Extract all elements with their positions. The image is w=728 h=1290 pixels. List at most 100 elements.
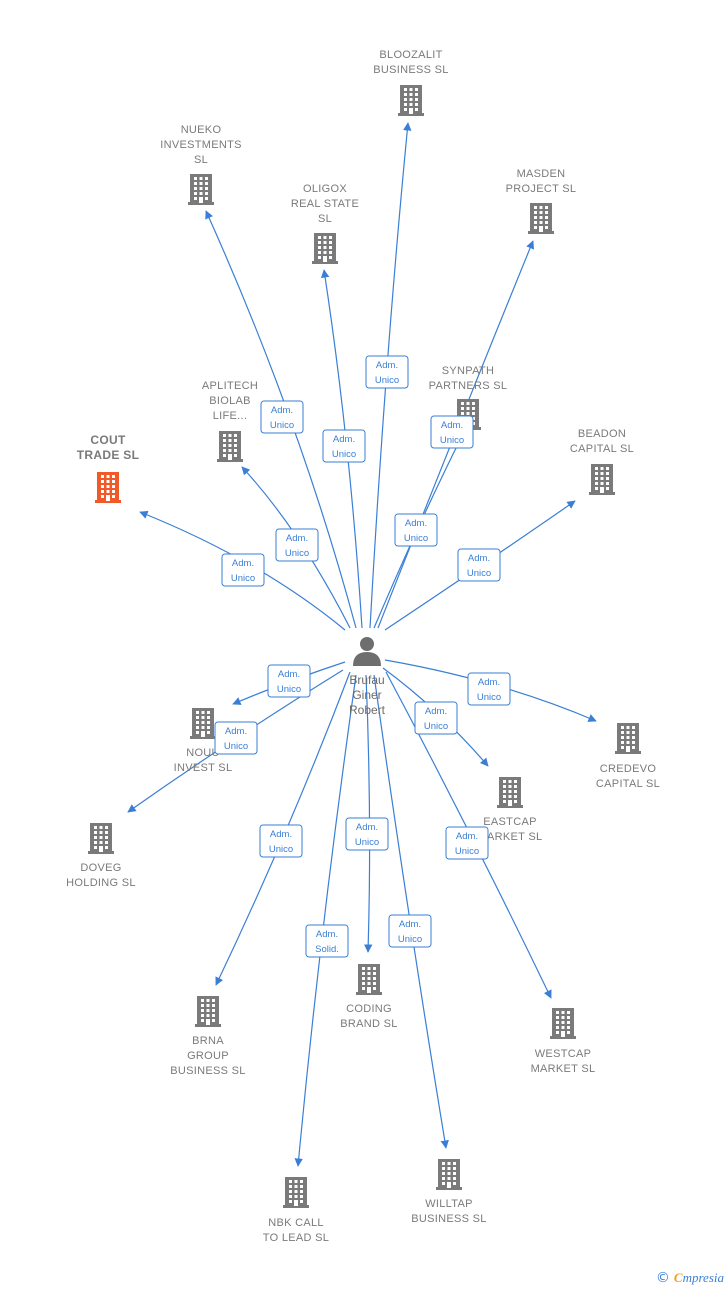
footer-brand: © Cmpresia [656, 1270, 724, 1286]
relation-label-westcap[interactable]: Adm.Unico [445, 826, 489, 860]
person-name: Giner [352, 688, 381, 702]
relation-text: Unico [277, 684, 301, 695]
company-name: PARTNERS SL [429, 380, 508, 392]
relation-text: Unico [467, 568, 491, 579]
building-icon[interactable] [615, 723, 641, 754]
relation-label-masden[interactable]: Adm.Unico [394, 513, 438, 547]
company-name: BUSINESS SL [373, 64, 448, 76]
company-name: CAPITAL SL [570, 443, 634, 455]
relation-label-eastcap[interactable]: Adm. Unico [414, 701, 458, 735]
person-icon [353, 637, 381, 666]
relation-text: Unico [404, 533, 428, 544]
company-name: MARKET SL [478, 831, 543, 843]
company-name: WILLTAP [425, 1198, 473, 1210]
company-name: INVESTMENTS [160, 139, 242, 151]
relation-text: Adm. [478, 677, 500, 688]
relation-label-willtap[interactable]: Adm. Unico [388, 914, 432, 948]
company-node-bloozalit[interactable]: BLOOZALIT BUSINESS SL [373, 49, 448, 116]
relation-text: Unico [269, 844, 293, 855]
building-icon[interactable] [283, 1177, 309, 1208]
relation-label-cout[interactable]: Adm.Unico [221, 553, 265, 587]
company-name: BLOOZALIT [379, 49, 442, 61]
relation-label-doveg[interactable]: Adm.Unico [214, 721, 258, 755]
building-icon[interactable] [195, 996, 221, 1027]
relation-text: Adm. [270, 829, 292, 840]
relation-text: Adm. [286, 533, 308, 544]
relation-text: Unico [355, 837, 379, 848]
building-icon[interactable] [356, 964, 382, 995]
relation-text: Unico [224, 741, 248, 752]
relation-text: Unico [270, 420, 294, 431]
relation-label-beadon[interactable]: Adm.Unico [457, 548, 501, 582]
relation-label-oligox[interactable]: Adm.Unico [322, 429, 366, 463]
copyright-symbol: © [655, 1270, 670, 1286]
relation-text: Adm. [441, 420, 463, 431]
building-icon[interactable] [88, 823, 114, 854]
relation-text: Adm. [316, 929, 338, 940]
relation-label-coding[interactable]: Adm. Unico [345, 817, 389, 851]
company-name: MASDEN [517, 168, 566, 180]
relation-text: Adm. [399, 919, 421, 930]
company-name: BIOLAB [209, 395, 251, 407]
relation-text: Adm. [425, 706, 447, 717]
brand-logo: Cmpresia [673, 1270, 724, 1285]
company-name: BUSINESS SL [411, 1213, 486, 1225]
building-icon[interactable] [217, 431, 243, 462]
relation-text: Adm. [333, 434, 355, 445]
building-icon[interactable] [550, 1008, 576, 1039]
company-name: SYNPATH [442, 365, 494, 377]
relation-text: Unico [440, 435, 464, 446]
building-icon[interactable] [190, 708, 216, 739]
company-node-aplitech[interactable]: APLITECHBIOLABLIFE... [202, 380, 258, 462]
relation-label-nbk[interactable]: Adm. Solid. [305, 924, 349, 958]
relation-label-nouu[interactable]: Adm. Unico [267, 664, 311, 698]
relation-label-bloozalit[interactable]: Adm.Unico [365, 355, 409, 389]
building-icon[interactable] [528, 203, 554, 234]
relation-text: Adm. [376, 360, 398, 371]
relation-text: Unico [424, 721, 448, 732]
company-name: GROUP [187, 1050, 229, 1062]
company-name: NOUU [186, 747, 220, 759]
relation-label-synpath[interactable]: Adm. Unico [430, 415, 474, 449]
company-name: TRADE SL [77, 448, 139, 462]
company-node-eastcap[interactable]: EASTCAP MARKET SL [478, 777, 543, 843]
relation-label-nueko[interactable]: Adm.Unico [260, 400, 304, 434]
company-node-brna[interactable]: BRNA GROUP BUSINESS SL [170, 996, 245, 1077]
relation-text: Unico [285, 548, 309, 559]
relation-label-credevo[interactable]: Adm.Unico [467, 672, 511, 706]
company-name: CREDEVO [600, 763, 657, 775]
building-icon[interactable] [95, 472, 121, 503]
building-icon[interactable] [188, 174, 214, 205]
building-icon[interactable] [589, 464, 615, 495]
company-node-willtap[interactable]: WILLTAP BUSINESS SL [411, 1159, 486, 1225]
building-icon[interactable] [312, 233, 338, 264]
building-icon[interactable] [398, 85, 424, 116]
building-icon[interactable] [497, 777, 523, 808]
relation-text: Adm. [356, 822, 378, 833]
relation-text: Adm. [456, 831, 478, 842]
relation-label-aplitech[interactable]: Adm. Unico [275, 528, 319, 562]
relation-text: Solid. [315, 944, 339, 955]
relation-text: Unico [398, 934, 422, 945]
company-name: EASTCAP [483, 816, 536, 828]
company-name: BRNA [192, 1035, 224, 1047]
company-name: BUSINESS SL [170, 1065, 245, 1077]
building-icon[interactable] [436, 1159, 462, 1190]
relation-text: Adm. [278, 669, 300, 680]
edge-willtap [373, 674, 449, 1149]
relation-label-brna[interactable]: Adm. Unico [259, 824, 303, 858]
company-name: SL [318, 213, 332, 225]
